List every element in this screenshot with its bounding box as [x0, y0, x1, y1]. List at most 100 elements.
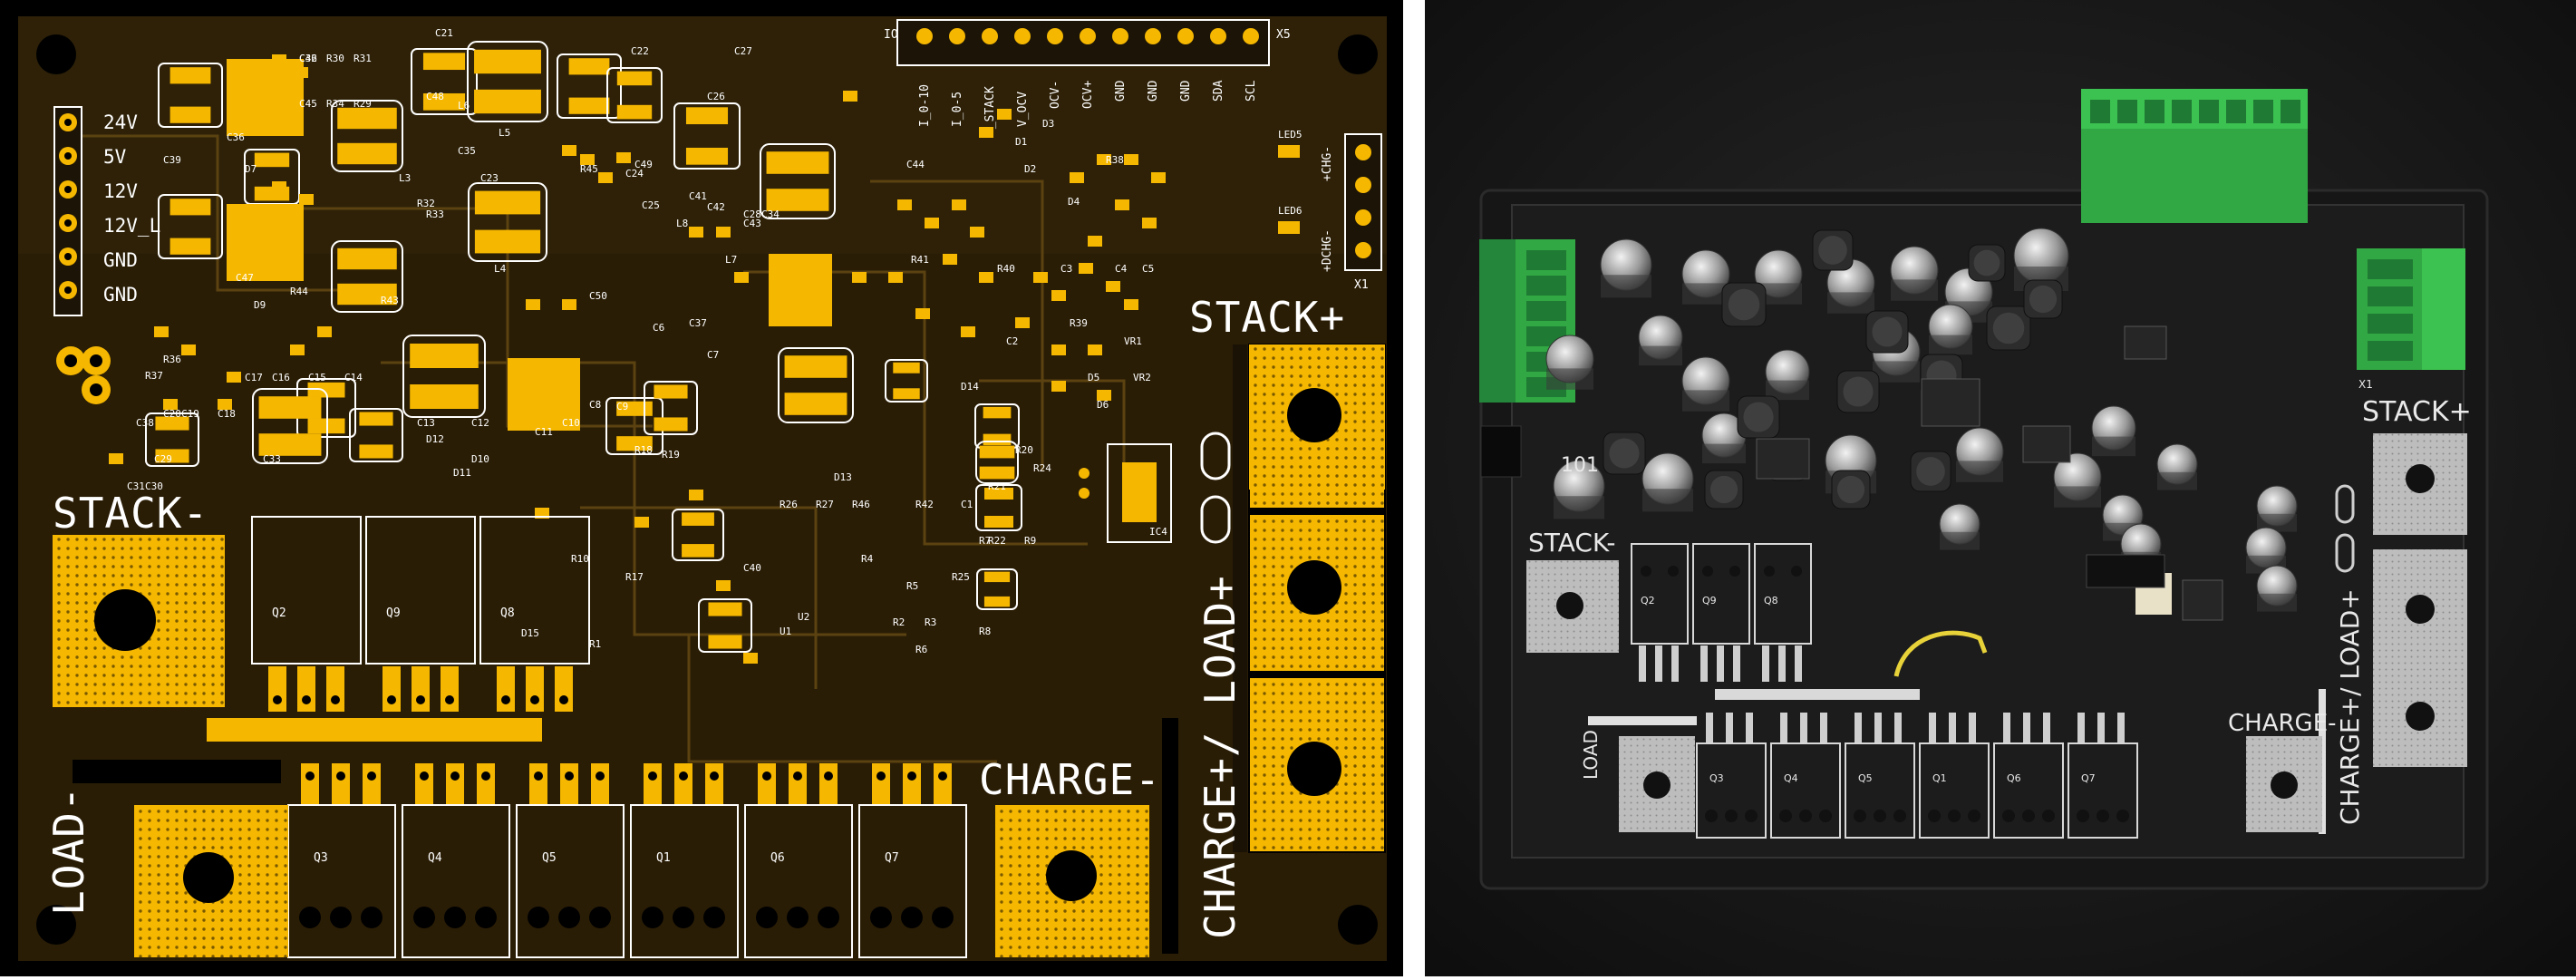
component-designator: C15: [308, 372, 326, 383]
component-designator: R5: [906, 580, 918, 592]
opto-coupler: IC4: [1079, 432, 1231, 544]
photo-x1-label: X1: [2358, 378, 2373, 391]
photo-load-pad: LOAD: [1580, 716, 1697, 832]
component-designator: U2: [798, 611, 809, 623]
stack-minus-terminal: STACK-: [53, 489, 225, 707]
component-designator: D5: [1088, 372, 1099, 383]
component-designator: C18: [218, 408, 236, 420]
component-designator: C48: [426, 91, 444, 102]
component-designator: D3: [1042, 118, 1054, 130]
photo-charge-minus-label: CHARGE-: [2228, 710, 2337, 737]
conn-label-dchg: +DCHG-: [1321, 229, 1334, 272]
component-designator: C14: [344, 372, 363, 383]
charge-minus-label: CHARGE-: [979, 755, 1161, 804]
component-designator: D12: [426, 433, 444, 445]
charge-load-plus-terminal: CHARGE+/ LOAD+: [1162, 560, 1341, 954]
component-designator: L3: [399, 172, 411, 184]
component-designator: C26: [707, 91, 725, 102]
power-inductors: [1603, 229, 2063, 509]
component-designator: C6: [653, 322, 664, 334]
component-designator: D15: [521, 627, 539, 639]
led6-label: LED6: [1278, 205, 1303, 217]
photo-mosfet-label: Q5: [1858, 772, 1873, 784]
assembled-board-photo: X1 101 STACK+ CHARGE+/ LOAD+ STACK-: [1425, 0, 2576, 976]
photo-mosfet-label: Q9: [1702, 595, 1717, 606]
pcb-mosfet-label: Q8: [500, 606, 515, 620]
green-connector-right: X1: [2357, 248, 2465, 391]
top-conn-label-10: SDA: [1212, 80, 1225, 102]
component-designator: C24: [625, 168, 644, 180]
component-designator: C37: [689, 317, 707, 329]
component-designator: C25: [642, 199, 660, 211]
pcb-mosfet-label: Q7: [885, 851, 899, 865]
component-designator: VR2: [1133, 372, 1151, 383]
component-designator: C29: [154, 453, 172, 465]
conn-label-5v: 5V: [103, 146, 127, 168]
pcb-mosfet-label: Q1: [656, 851, 671, 865]
component-designator: R17: [625, 571, 644, 583]
top-conn-label-6: OCV+: [1081, 81, 1095, 109]
component-designator: C4: [1115, 263, 1128, 275]
component-designator: D7: [245, 163, 257, 175]
photo-mosfet-label: Q4: [1784, 772, 1798, 784]
component-designator: C19: [181, 408, 199, 420]
component-designator: C46: [299, 53, 317, 64]
photo-bus-strip: [1715, 689, 1920, 700]
photo-mosfet-label: Q8: [1764, 595, 1778, 606]
component-designator: C10: [562, 417, 580, 429]
component-designator: R31: [353, 53, 372, 64]
photo-stack-minus-pad: STACK-: [1526, 528, 1619, 653]
shunt-block: [2086, 554, 2165, 588]
photo-mosfet-label: Q3: [1709, 772, 1724, 784]
component-designator: C50: [589, 290, 607, 302]
component-designator: R40: [997, 263, 1015, 275]
top-conn-label-5: OCV-: [1049, 81, 1062, 109]
component-designator: D6: [1097, 399, 1109, 411]
photo-mosfet-label: Q1: [1932, 772, 1947, 784]
component-designator: R3: [925, 616, 936, 628]
component-designator: R42: [915, 499, 934, 510]
component-designator: D1: [1015, 136, 1027, 148]
component-designator: R27: [816, 499, 834, 510]
component-designator: C3: [1060, 263, 1072, 275]
component-designator: R4: [861, 553, 874, 565]
component-designator: R45: [580, 163, 598, 175]
component-designator: C30: [145, 480, 163, 492]
component-designator: R43: [381, 295, 399, 306]
ic4-label: IC4: [1149, 526, 1167, 538]
top-conn-label-7: GND: [1114, 80, 1128, 102]
component-designator: C33: [263, 453, 281, 465]
mounting-holes: [36, 34, 1378, 945]
top-conn-label-1: I_0-10: [918, 84, 932, 127]
smd-components: [109, 41, 1166, 664]
component-designator: R21: [988, 480, 1006, 492]
pcb-mosfet-label: Q5: [542, 851, 557, 865]
component-designator: C16: [272, 372, 290, 383]
dc-jack-pads: [56, 346, 111, 404]
component-designator: D4: [1068, 196, 1080, 208]
component-designator: C5: [1142, 263, 1154, 275]
component-designator: R33: [426, 209, 444, 220]
photo-mosfet-label: Q6: [2007, 772, 2021, 784]
stack-plus-terminal: STACK+: [1189, 293, 1385, 490]
top-signal-connector: IO X5 I_0-10 I_0-5 V_STACK V_OCV OCV- OC…: [884, 19, 1291, 136]
component-designator: R1: [589, 638, 601, 650]
component-designator: C1: [961, 499, 973, 510]
component-designator: R32: [417, 198, 435, 209]
component-designator: R46: [852, 499, 870, 510]
component-designator: C27: [734, 45, 752, 57]
green-connector-top: [2081, 89, 2308, 223]
electrolytic-capacitors: [1545, 228, 2298, 612]
photo-load-label: LOAD: [1580, 730, 1602, 780]
conn-label-12v-l: 12V_L: [103, 215, 160, 237]
photo-mosfet-label: Q7: [2081, 772, 2096, 784]
component-designator: R34: [326, 98, 344, 110]
component-designator: D13: [834, 471, 852, 483]
component-designator: R30: [326, 53, 344, 64]
component-designator: R36: [163, 354, 181, 365]
component-designator: L7: [725, 254, 737, 266]
component-designator: C47: [236, 272, 254, 284]
component-designator: R29: [353, 98, 372, 110]
